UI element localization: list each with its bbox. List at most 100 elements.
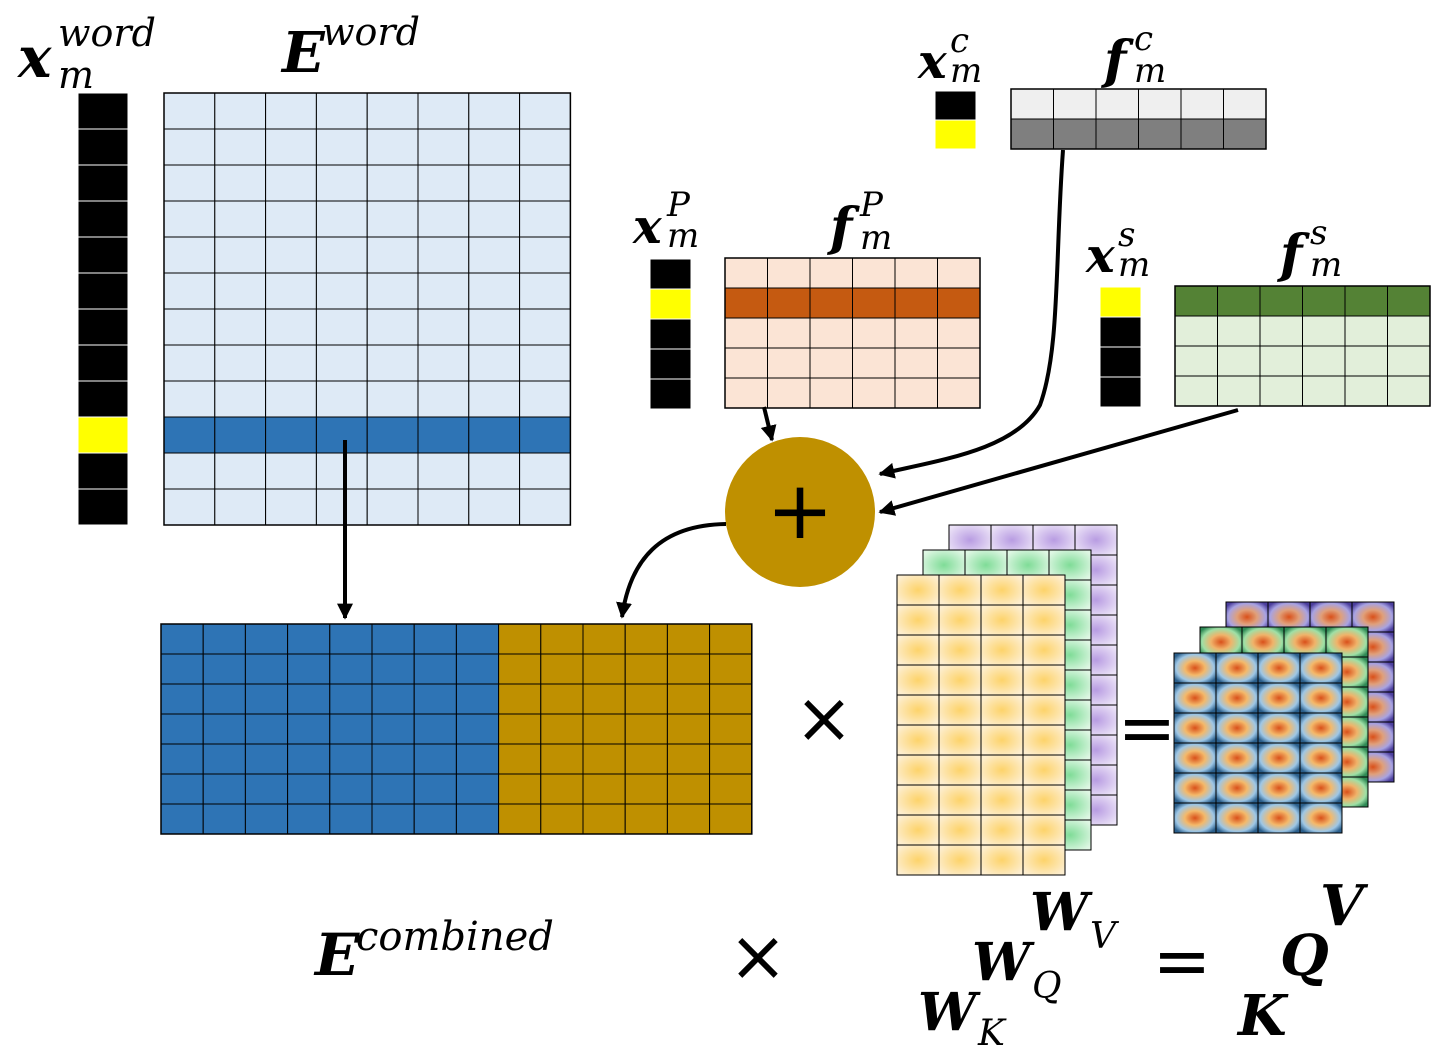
matrix-cell: [163, 236, 216, 274]
matrix-cell: [582, 683, 626, 715]
e-combined-label: E combined: [313, 914, 554, 989]
matrix-cell: [315, 488, 368, 526]
matrix-cell: [160, 683, 204, 715]
matrix-cell: [214, 236, 267, 274]
combined-embedding-matrix: [160, 623, 753, 835]
kqv-cell: [1173, 652, 1217, 684]
matrix-cell: [852, 257, 896, 289]
matrix-cell: [163, 92, 216, 130]
matrix-cell: [329, 683, 373, 715]
w-cell: [938, 604, 982, 636]
matrix-cell: [624, 653, 668, 685]
svg-text:c: c: [1134, 19, 1153, 59]
w-cell: [896, 604, 940, 636]
matrix-cell: [202, 743, 246, 775]
svg-text:s: s: [1310, 213, 1327, 253]
matrix-cell: [1302, 375, 1346, 407]
matrix-cell: [202, 653, 246, 685]
matrix-border: [1174, 285, 1431, 407]
w-cell: [1022, 784, 1066, 816]
svg-text:W: W: [918, 982, 981, 1043]
kqv-cell: [1299, 802, 1343, 834]
matrix-cell: [214, 92, 267, 130]
sum-operator: +: [725, 437, 875, 587]
w-cell: [896, 694, 940, 726]
hot-cell: [1099, 286, 1142, 318]
vector-cell: [77, 236, 129, 274]
vector-cell: [77, 488, 129, 526]
w-cell: [1022, 574, 1066, 606]
w-cell: [896, 724, 940, 756]
matrix-cell: [809, 257, 853, 289]
matrix-cell: [709, 743, 753, 775]
matrix-cell: [366, 236, 419, 274]
matrix-cell: [455, 803, 500, 835]
matrix-cell: [287, 683, 331, 715]
matrix-cell: [417, 164, 470, 202]
matrix-cell: [315, 200, 368, 238]
matrix-cell: [455, 653, 500, 685]
kqv-cell: [1299, 712, 1343, 744]
matrix-cell: [582, 803, 626, 835]
matrix-cell: [519, 344, 571, 382]
matrix-cell: [498, 713, 542, 745]
kqv-cell: [1215, 802, 1259, 834]
matrix-cell: [417, 236, 470, 274]
matrix-cell: [709, 683, 753, 715]
matrix-cell: [366, 488, 419, 526]
w-cell: [896, 574, 940, 606]
matrix-cell: [1217, 345, 1261, 377]
matrix-cell: [498, 743, 542, 775]
matrix-cell: [767, 377, 811, 409]
svg-text:m: m: [1118, 245, 1150, 285]
matrix-cell: [287, 623, 331, 655]
svg-text:c: c: [950, 21, 969, 61]
matrix-cell: [160, 743, 204, 775]
vector-cell: [649, 378, 692, 410]
vector-cell: [649, 348, 692, 380]
kqv-cell: [1215, 682, 1259, 714]
matrix-cell: [160, 713, 204, 745]
matrix-cell: [202, 713, 246, 745]
matrix-cell: [894, 377, 938, 409]
matrix-cell: [582, 743, 626, 775]
matrix-cell: [540, 623, 584, 655]
matrix-cell: [519, 380, 571, 418]
matrix-cell: [894, 287, 938, 319]
matrix-cell: [582, 713, 626, 745]
matrix-cell: [468, 416, 521, 454]
matrix-cell: [366, 416, 419, 454]
matrix-cell: [852, 347, 896, 379]
matrix-cell: [413, 713, 457, 745]
matrix-cell: [666, 623, 711, 655]
matrix-border: [724, 257, 981, 409]
matrix-cell: [265, 488, 317, 526]
matrix-cell: [519, 128, 571, 166]
vector-cell: [1099, 346, 1142, 378]
vector-cell: [77, 164, 129, 202]
matrix-cell: [329, 803, 373, 835]
matrix-cell: [163, 200, 216, 238]
matrix-cell: [468, 164, 521, 202]
matrix-cell: [540, 743, 584, 775]
times-sign-bottom: ×: [729, 915, 788, 997]
w-cell: [980, 604, 1024, 636]
matrix-border: [160, 623, 753, 835]
matrix-cell: [265, 128, 317, 166]
word-embedding-matrix: [163, 92, 572, 526]
matrix-cell: [315, 344, 368, 382]
matrix-cell: [468, 380, 521, 418]
matrix-cell: [852, 317, 896, 349]
matrix-cell: [417, 272, 470, 310]
kqv-cell: [1215, 652, 1259, 684]
kqv-cell: [1215, 742, 1259, 774]
matrix-cell: [498, 803, 542, 835]
matrix-cell: [371, 683, 415, 715]
svg-text:f: f: [1276, 224, 1310, 285]
matrix-cell: [214, 164, 267, 202]
kqv-cell: [1215, 772, 1259, 804]
matrix-cell: [1259, 285, 1303, 317]
matrix-cell: [366, 344, 419, 382]
matrix-cell: [214, 128, 267, 166]
matrix-cell: [214, 272, 267, 310]
